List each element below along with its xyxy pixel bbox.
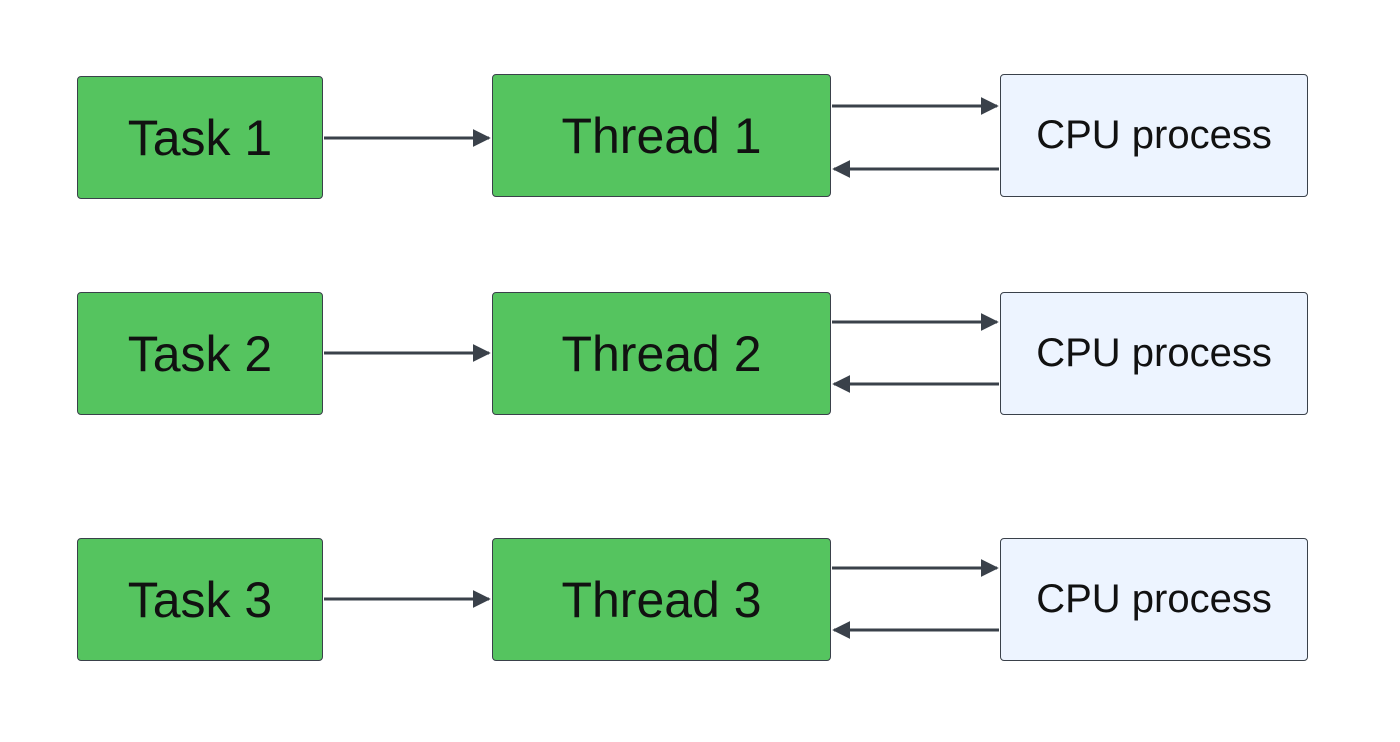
cpu-process-3-box: CPU process	[1000, 538, 1308, 661]
cpu-process-1-label: CPU process	[1036, 113, 1272, 157]
task-2-label: Task 2	[127, 325, 273, 382]
task-1-box: Task 1	[77, 76, 323, 199]
thread-1-label: Thread 1	[561, 107, 762, 164]
task-2-box: Task 2	[77, 292, 323, 415]
thread-2-label: Thread 2	[561, 325, 762, 382]
cpu-process-1-box: CPU process	[1000, 74, 1308, 197]
thread-3-label: Thread 3	[561, 571, 762, 628]
task-3-label: Task 3	[127, 571, 273, 628]
thread-3-box: Thread 3	[492, 538, 831, 661]
cpu-process-3-label: CPU process	[1036, 577, 1272, 621]
thread-2-box: Thread 2	[492, 292, 831, 415]
cpu-process-2-label: CPU process	[1036, 331, 1272, 375]
task-1-label: Task 1	[127, 109, 273, 166]
thread-1-box: Thread 1	[492, 74, 831, 197]
cpu-process-2-box: CPU process	[1000, 292, 1308, 415]
task-3-box: Task 3	[77, 538, 323, 661]
